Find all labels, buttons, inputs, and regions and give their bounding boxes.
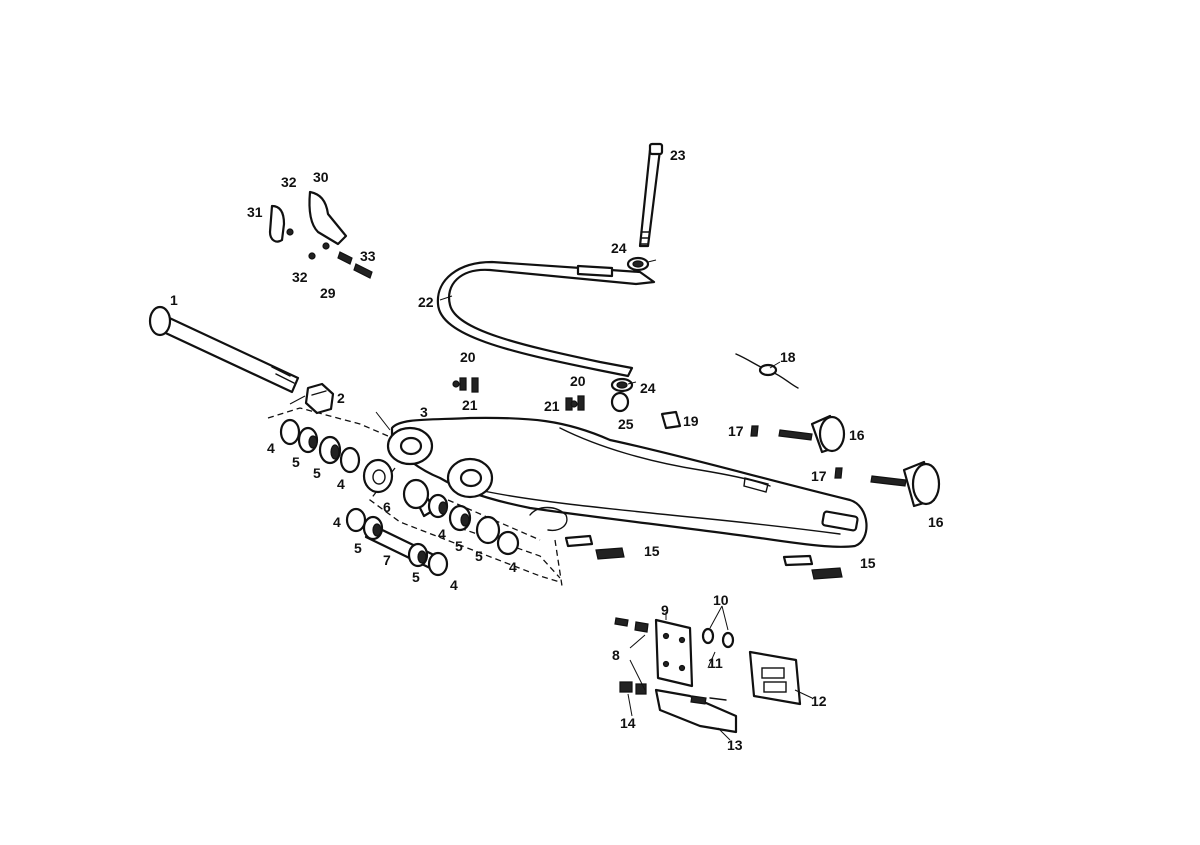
chain-slider-pads — [564, 534, 843, 580]
callout-32: 32 — [292, 269, 308, 285]
plate-13 — [654, 688, 738, 734]
callout-24: 24 — [611, 240, 627, 256]
callout-4: 4 — [438, 526, 446, 542]
callout-17: 17 — [728, 423, 744, 439]
bolts-8 — [614, 617, 649, 633]
callout-15: 15 — [644, 543, 660, 559]
washer-upper — [626, 256, 650, 272]
plate-9 — [654, 618, 694, 688]
callout-22: 22 — [418, 294, 434, 310]
callout-17: 17 — [811, 468, 827, 484]
callout-16: 16 — [849, 427, 865, 443]
callout-5: 5 — [475, 548, 483, 564]
callout-5: 5 — [292, 454, 300, 470]
callout-19: 19 — [683, 413, 699, 429]
callout-6: 6 — [383, 499, 391, 515]
screws-20-21-right — [565, 395, 585, 411]
nut-14 — [619, 681, 647, 695]
long-bolt — [638, 142, 664, 248]
upper-bushing-row — [279, 418, 394, 494]
callout-2: 2 — [337, 390, 345, 406]
callout-31: 31 — [247, 204, 263, 220]
callout-labels: 1 2 3 4 4 4 4 4 4 5 5 5 5 5 5 6 7 8 9 10… — [170, 147, 944, 753]
callout-13: 13 — [727, 737, 743, 753]
callout-14: 14 — [620, 715, 636, 731]
middle-bushing-row — [402, 478, 520, 556]
callout-24: 24 — [640, 380, 656, 396]
callout-10: 10 — [713, 592, 729, 608]
callout-21: 21 — [544, 398, 560, 414]
callout-4: 4 — [450, 577, 458, 593]
callout-5: 5 — [354, 540, 362, 556]
washers-10 — [701, 627, 735, 649]
callout-4: 4 — [337, 476, 345, 492]
chain-adjuster-lower — [834, 460, 941, 508]
callout-20: 20 — [570, 373, 586, 389]
callout-4: 4 — [267, 440, 275, 456]
callout-32: 32 — [281, 174, 297, 190]
washer-lower — [610, 377, 634, 393]
callout-1: 1 — [170, 292, 178, 308]
callout-33: 33 — [360, 248, 376, 264]
callout-21: 21 — [462, 397, 478, 413]
leader-lines — [289, 259, 813, 741]
callout-18: 18 — [780, 349, 796, 365]
callout-12: 12 — [811, 693, 827, 709]
block-19 — [660, 410, 682, 430]
swingarm — [386, 416, 868, 548]
callout-7: 7 — [383, 552, 391, 568]
callout-23: 23 — [670, 147, 686, 163]
chain-adjuster-upper — [750, 414, 846, 454]
callout-16: 16 — [928, 514, 944, 530]
callout-11: 11 — [708, 655, 723, 671]
callout-29: 29 — [320, 285, 336, 301]
callout-5: 5 — [455, 538, 463, 554]
callout-4: 4 — [333, 514, 341, 530]
callout-5: 5 — [313, 465, 321, 481]
spring-18 — [735, 353, 799, 389]
callout-8: 8 — [612, 647, 620, 663]
callout-20: 20 — [460, 349, 476, 365]
axle-nut — [304, 382, 335, 415]
callout-30: 30 — [313, 169, 329, 185]
callout-9: 9 — [661, 602, 669, 618]
callout-25: 25 — [618, 416, 634, 432]
callout-15: 15 — [860, 555, 876, 571]
chain-guide — [436, 260, 656, 378]
bracket-29-33 — [268, 190, 373, 279]
callout-5: 5 — [412, 569, 420, 585]
screws-20-21-left — [452, 377, 479, 393]
callout-3: 3 — [420, 404, 428, 420]
spacer-25 — [610, 391, 630, 413]
pivot-axle — [148, 305, 300, 394]
lower-sleeve — [345, 507, 449, 577]
callout-4: 4 — [509, 559, 517, 575]
plate-12 — [748, 650, 802, 706]
